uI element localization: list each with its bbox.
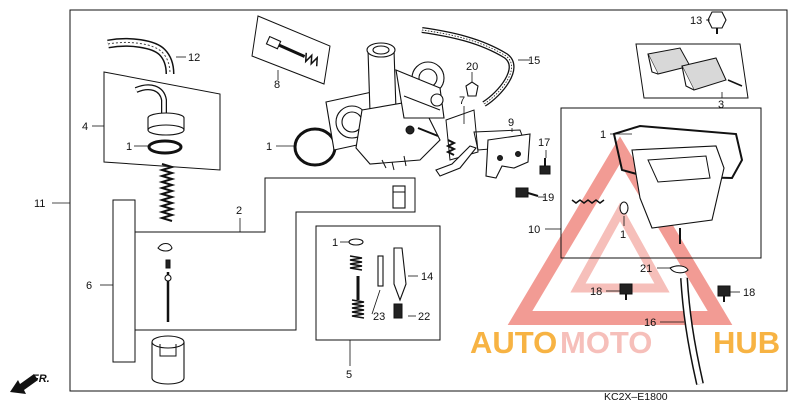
callout-23: 23 xyxy=(373,311,385,323)
part-21-clip xyxy=(669,265,689,274)
main-frame xyxy=(69,9,788,392)
callout-1-center: 1 xyxy=(266,141,272,153)
callout-17: 17 xyxy=(538,137,550,149)
part-4-top-cap xyxy=(134,84,185,136)
part-9-bracket xyxy=(485,133,531,179)
callout-1-left: 1 xyxy=(126,141,132,153)
part-throttle-valve xyxy=(151,335,185,385)
callout-15: 15 xyxy=(528,55,540,67)
callout-20: 20 xyxy=(466,61,478,73)
diagram-code: KC2X–E1800 xyxy=(604,391,668,403)
callout-16: 16 xyxy=(644,317,656,329)
part-15-cable xyxy=(421,27,515,107)
part-12-tube xyxy=(107,37,175,75)
callout-5: 5 xyxy=(346,369,352,381)
part-7-lever xyxy=(435,139,477,177)
direction-label: FR. xyxy=(32,373,50,385)
callout-10: 10 xyxy=(528,224,540,236)
part-8-screw xyxy=(265,35,319,67)
callout-18-right: 18 xyxy=(743,287,755,299)
callout-1-bowl: 1 xyxy=(620,229,626,241)
part-small-jet xyxy=(392,185,406,209)
callout-2: 2 xyxy=(236,205,242,217)
part-5-jets xyxy=(348,238,407,319)
callout-12: 12 xyxy=(188,52,200,64)
callout-1-group5: 1 xyxy=(332,237,338,249)
group-box-5 xyxy=(315,225,441,341)
part-carburetor-body xyxy=(325,42,445,171)
group-box-4 xyxy=(103,71,221,171)
callout-1-right: 1 xyxy=(600,129,606,141)
callout-6: 6 xyxy=(86,280,92,292)
callout-9: 9 xyxy=(508,117,514,129)
callout-13: 13 xyxy=(690,15,702,27)
group-box-2 xyxy=(134,177,416,331)
callout-7: 7 xyxy=(459,95,465,107)
part-1-oring-center xyxy=(293,127,337,167)
part-jet-needle xyxy=(157,242,173,322)
part-19-screw xyxy=(515,187,539,198)
callout-21: 21 xyxy=(640,263,652,275)
leader-lines xyxy=(52,19,740,366)
callout-8: 8 xyxy=(274,79,280,91)
part-18-screw-right xyxy=(717,285,731,302)
part-20-clip xyxy=(465,81,479,97)
part-16-drain-tube xyxy=(680,277,704,385)
part-18-screw-left xyxy=(619,283,633,300)
callout-14: 14 xyxy=(421,271,433,283)
callout-18-left: 18 xyxy=(590,286,602,298)
callout-19: 19 xyxy=(542,192,554,204)
part-spring xyxy=(158,163,176,222)
watermark-text-moto: MOTO xyxy=(560,325,652,360)
watermark-text-auto: AUTO xyxy=(470,325,557,360)
callout-22: 22 xyxy=(418,311,430,323)
part-3-float xyxy=(647,47,743,91)
part-10-float-bowl xyxy=(571,124,744,244)
part-1-oring-left xyxy=(147,139,183,155)
callout-3: 3 xyxy=(718,99,724,111)
part-13-valve xyxy=(707,11,727,34)
group-box-6 xyxy=(112,199,136,363)
group-box-3 xyxy=(635,43,749,99)
callout-labels: 11 4 6 1 12 2 1 8 1 5 14 23 22 7 20 15 9… xyxy=(34,15,755,381)
watermark-text-hub: HUB xyxy=(713,325,780,360)
group-box-10 xyxy=(560,107,762,259)
callout-11: 11 xyxy=(34,198,45,210)
direction-arrow-fr: FR. xyxy=(10,373,50,394)
part-17-screw xyxy=(539,158,551,175)
watermark-logo: AUTO MOTO HUB xyxy=(470,136,780,360)
group-box-8 xyxy=(251,15,331,85)
callout-4: 4 xyxy=(82,121,88,133)
